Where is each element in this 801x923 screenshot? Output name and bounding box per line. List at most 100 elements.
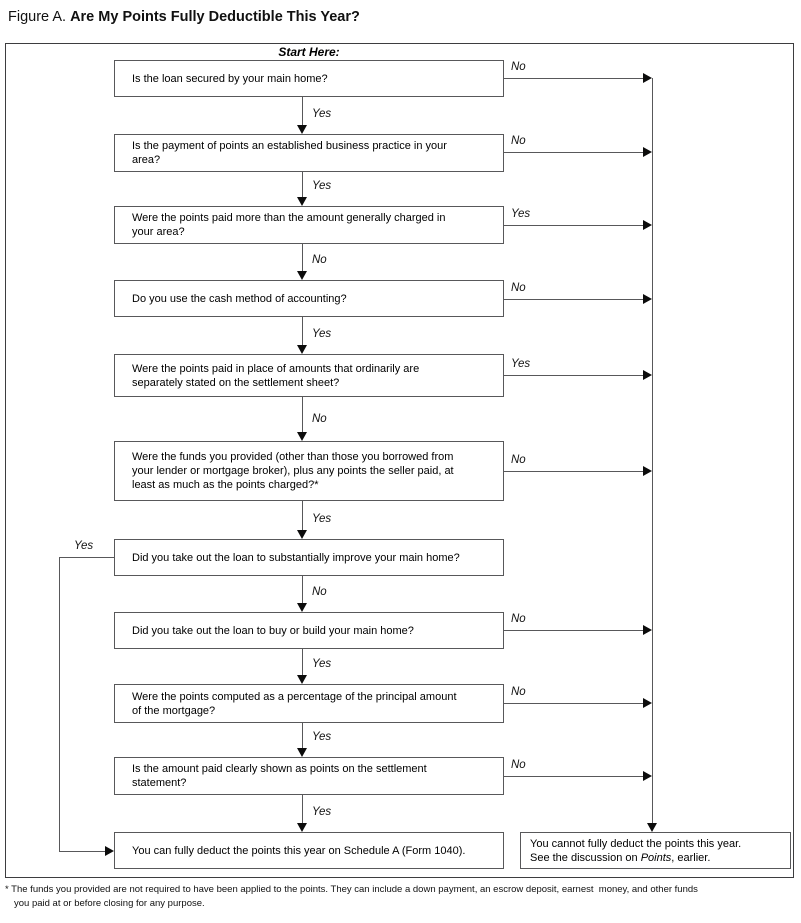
branch-label-q6: No (511, 454, 526, 466)
arrow-right-icon (643, 370, 652, 380)
branch-line-q4 (504, 299, 643, 300)
connector-q2-q3 (302, 172, 303, 197)
question-box-1: Is the loan secured by your main home? (114, 60, 504, 97)
connector-label-q5: No (312, 413, 327, 425)
result-no-deduct-line1: You cannot fully deduct the points this … (530, 837, 742, 850)
question-box-4: Do you use the cash method of accounting… (114, 280, 504, 317)
arrow-right-icon (643, 466, 652, 476)
figure-title: Figure A. Are My Points Fully Deductible… (8, 9, 360, 25)
arrow-down-icon (297, 530, 307, 539)
branch-line-q8 (504, 630, 643, 631)
branch-line-q6 (504, 471, 643, 472)
question-text-1: Is the loan secured by your main home? (132, 72, 328, 85)
branch-label-q2: No (511, 135, 526, 147)
branch-label-q1: No (511, 61, 526, 73)
result-deduct-text: You can fully deduct the points this yea… (132, 844, 466, 857)
branch-label-q5: Yes (511, 358, 531, 370)
connector-label-q6: Yes (312, 513, 332, 525)
arrow-down-icon (297, 675, 307, 684)
connector-q8-q9 (302, 649, 303, 675)
connector-q3-q4 (302, 244, 303, 271)
arrow-right-icon (643, 698, 652, 708)
branch-label-q3: Yes (511, 208, 531, 220)
yes-path-top-segment (59, 557, 114, 558)
branch-label-q7: Yes (74, 540, 94, 552)
yes-path-vertical-line (59, 557, 60, 851)
branch-line-q2 (504, 152, 643, 153)
question-text-9: Were the points computed as a percentage… (132, 690, 457, 717)
connector-label-q7: No (312, 586, 327, 598)
arrow-right-icon (643, 147, 652, 157)
flowchart-frame (5, 43, 794, 878)
result-no-deduct-line2: See the discussion on Points, earlier. (530, 851, 741, 865)
arrow-down-icon (297, 197, 307, 206)
branch-label-q8: No (511, 613, 526, 625)
connector-q10-deduct (302, 795, 303, 823)
question-text-3: Were the points paid more than the amoun… (132, 212, 446, 238)
connector-label-q4: Yes (312, 328, 332, 340)
arrow-down-icon (297, 432, 307, 441)
question-box-2: Is the payment of points an established … (114, 134, 504, 172)
branch-line-q3 (504, 225, 643, 226)
question-box-9: Were the points computed as a percentage… (114, 684, 504, 723)
connector-q9-q10 (302, 723, 303, 748)
question-text-6: Were the funds you provided (other than … (132, 451, 454, 491)
question-box-3: Were the points paid more than the amoun… (114, 206, 504, 244)
branch-line-q1 (504, 78, 643, 79)
question-box-6: Were the funds you provided (other than … (114, 441, 504, 501)
connector-label-q2: Yes (312, 180, 332, 192)
yes-path-bottom-segment (59, 851, 105, 852)
arrow-down-icon (297, 125, 307, 134)
question-box-7: Did you take out the loan to substantial… (114, 539, 504, 576)
result-no-deduct-box: You cannot fully deduct the points this … (520, 832, 791, 869)
arrow-down-icon (297, 748, 307, 757)
result-no-deduct-line2-suffix: , earlier. (671, 851, 711, 864)
arrow-down-icon (297, 271, 307, 280)
connector-label-q8: Yes (312, 658, 332, 670)
arrow-down-icon (297, 823, 307, 832)
arrow-right-icon (643, 220, 652, 230)
question-text-8: Did you take out the loan to buy or buil… (132, 624, 414, 637)
connector-label-q9: Yes (312, 731, 332, 743)
connector-label-q3: No (312, 254, 327, 266)
arrow-down-icon (297, 603, 307, 612)
arrow-right-icon (643, 625, 652, 635)
result-deduct-box: You can fully deduct the points this yea… (114, 832, 504, 869)
branch-label-q9: No (511, 686, 526, 698)
points-reference: Points (640, 851, 672, 864)
question-box-5: Were the points paid in place of amounts… (114, 354, 504, 397)
branch-label-q4: No (511, 282, 526, 294)
question-text-2: Is the payment of points an established … (132, 140, 447, 166)
connector-label-q10: Yes (312, 806, 332, 818)
question-box-8: Did you take out the loan to buy or buil… (114, 612, 504, 649)
start-here-label: Start Here: (278, 45, 340, 59)
connector-label-q1: Yes (312, 108, 332, 120)
question-text-5: Were the points paid in place of amounts… (132, 362, 420, 389)
connector-q4-q5 (302, 317, 303, 345)
footnote-line1: * The funds you provided are not require… (5, 884, 698, 895)
question-text-10: Is the amount paid clearly shown as poin… (132, 763, 427, 789)
question-text-4: Do you use the cash method of accounting… (132, 292, 347, 305)
arrow-down-icon (297, 345, 307, 354)
connector-q7-q8 (302, 576, 303, 603)
arrow-right-icon (643, 73, 652, 83)
connector-q5-q6 (302, 397, 303, 432)
figure-title-main: Are My Points Fully Deductible This Year… (70, 9, 360, 25)
result-no-deduct-text: You cannot fully deduct the points this … (521, 837, 741, 865)
footnote-line2: you paid at or before closing for any pu… (14, 898, 205, 909)
branch-line-q5 (504, 375, 643, 376)
arrow-right-icon (643, 771, 652, 781)
question-box-10: Is the amount paid clearly shown as poin… (114, 757, 504, 795)
question-text-7: Did you take out the loan to substantial… (132, 551, 460, 564)
result-no-deduct-line2-prefix: See the discussion on (530, 851, 641, 864)
no-path-collector-line (652, 78, 653, 823)
branch-line-q10 (504, 776, 643, 777)
arrow-right-icon (643, 294, 652, 304)
arrow-right-icon (105, 846, 114, 856)
connector-q1-q2 (302, 97, 303, 125)
arrow-down-icon (647, 823, 657, 832)
connector-q6-q7 (302, 501, 303, 530)
branch-label-q10: No (511, 759, 526, 771)
branch-line-q9 (504, 703, 643, 704)
